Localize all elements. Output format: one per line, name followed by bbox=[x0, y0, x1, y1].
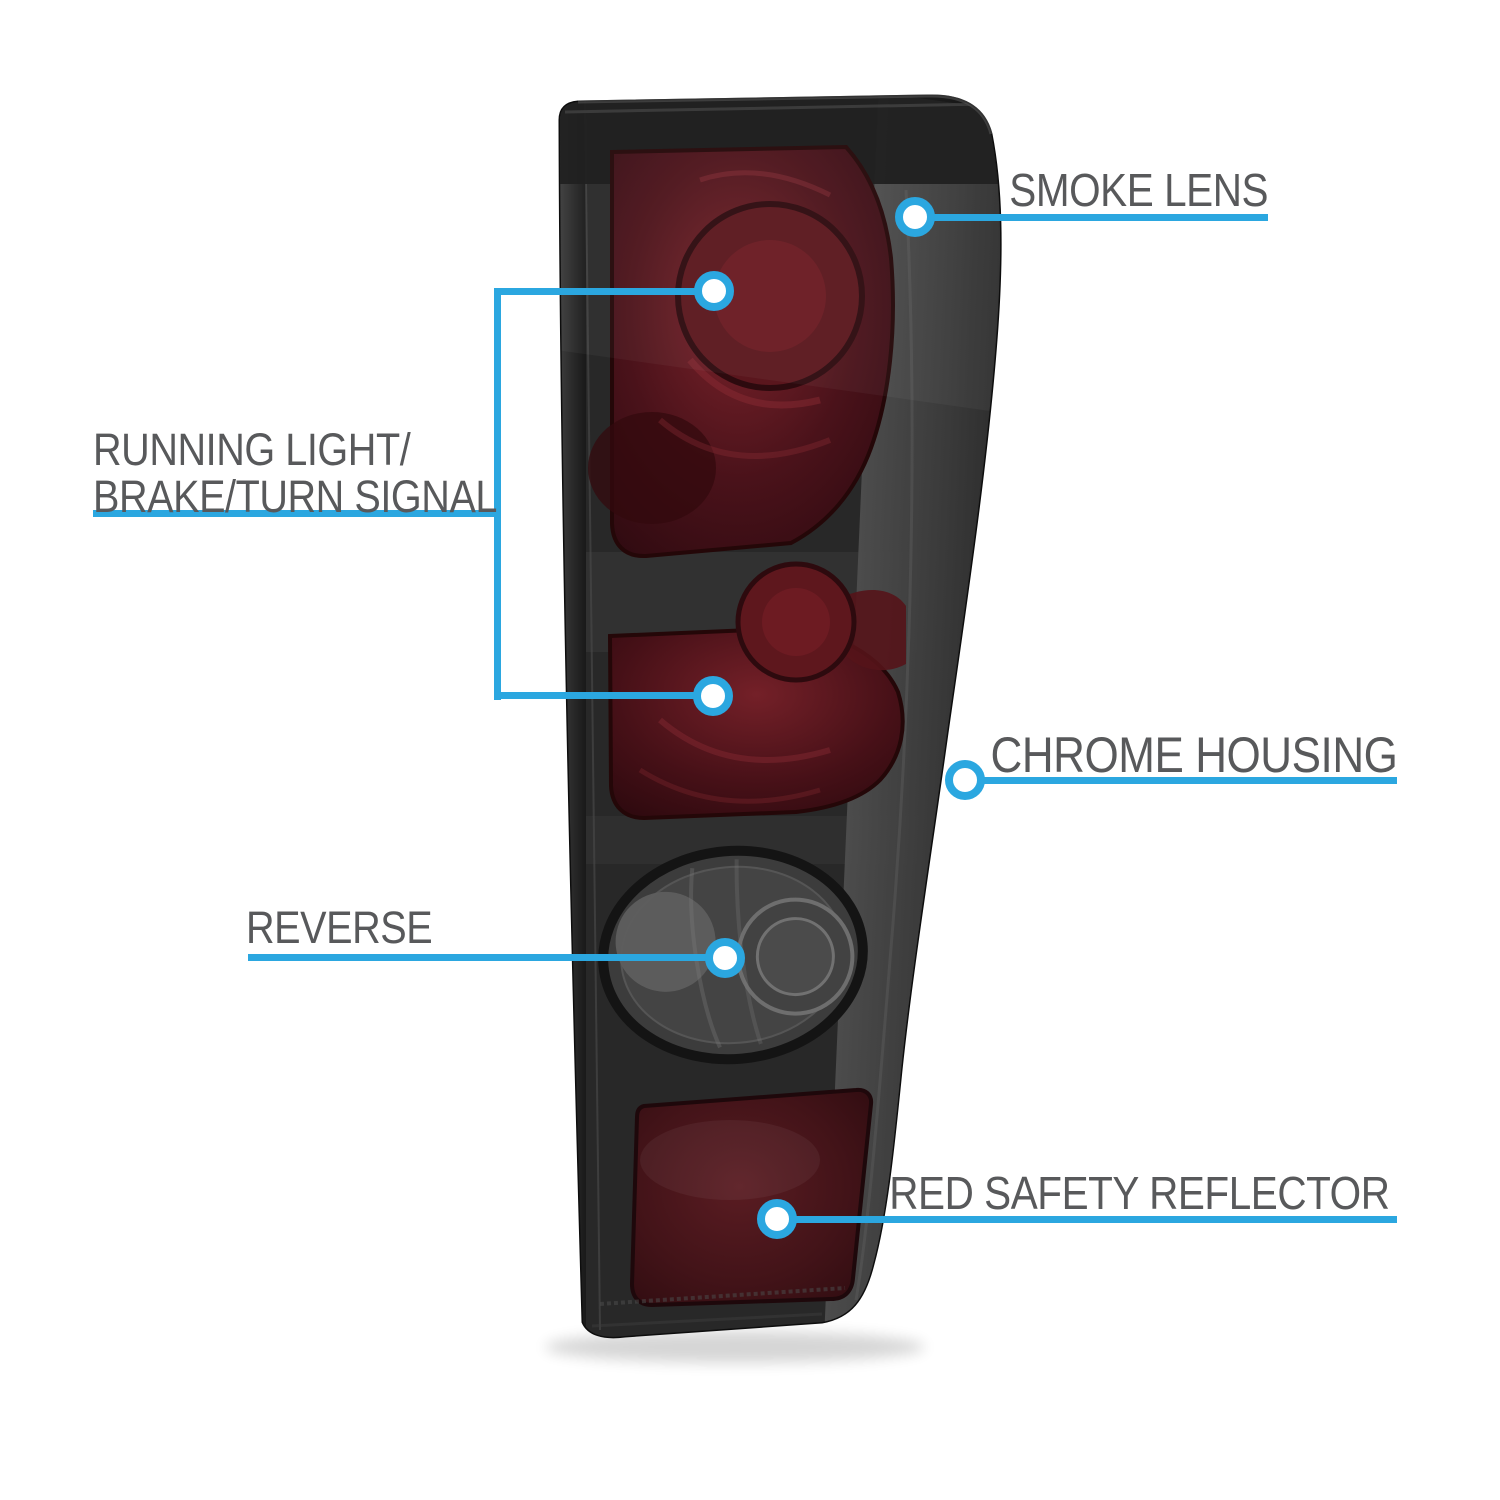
label-smoke-lens-text: SMOKE LENS bbox=[1009, 164, 1268, 216]
reverse-bulb-left bbox=[615, 891, 716, 992]
top-edge-highlight bbox=[577, 94, 993, 135]
callout-dot-smoke-lens bbox=[895, 197, 935, 237]
label-reverse-text: REVERSE bbox=[246, 902, 433, 953]
callout-line-reverse bbox=[248, 954, 725, 961]
callout-dot-running-light bbox=[694, 271, 734, 311]
smoke-lens-highlight bbox=[854, 189, 914, 1301]
callout-line-red-reflector bbox=[777, 1216, 1397, 1223]
callout-dot-brake-turn bbox=[693, 676, 733, 716]
lamp-shadow bbox=[545, 1331, 925, 1363]
callout-dot-chrome-housing bbox=[945, 760, 985, 800]
label-running-brake-line1: RUNNING LIGHT/ bbox=[93, 424, 411, 475]
bottom-rim-texture bbox=[599, 1286, 846, 1306]
callout-underline-running-brake bbox=[93, 510, 498, 517]
label-red-reflector-text: RED SAFETY REFLECTOR bbox=[889, 1167, 1391, 1219]
label-smoke-lens: SMOKE LENS bbox=[974, 164, 1268, 216]
label-running-brake: RUNNING LIGHT/ BRAKE/TURN SIGNAL bbox=[93, 426, 552, 521]
callout-dot-red-reflector bbox=[757, 1199, 797, 1239]
callout-bracket-top bbox=[497, 288, 714, 295]
callout-bracket-bottom bbox=[497, 692, 713, 699]
label-red-reflector: RED SAFETY REFLECTOR bbox=[821, 1167, 1391, 1219]
callout-line-smoke-lens bbox=[915, 214, 1268, 221]
red-safety-reflector bbox=[629, 1087, 874, 1308]
label-chrome-housing-text: CHROME HOUSING bbox=[990, 727, 1397, 783]
label-chrome-housing: CHROME HOUSING bbox=[935, 729, 1397, 782]
callout-bracket-vertical bbox=[494, 288, 501, 700]
label-running-brake-line2: BRAKE/TURN SIGNAL bbox=[93, 471, 498, 523]
callout-line-chrome-housing bbox=[965, 777, 1397, 784]
callout-dot-reverse bbox=[705, 938, 745, 978]
label-reverse: REVERSE bbox=[246, 902, 458, 953]
